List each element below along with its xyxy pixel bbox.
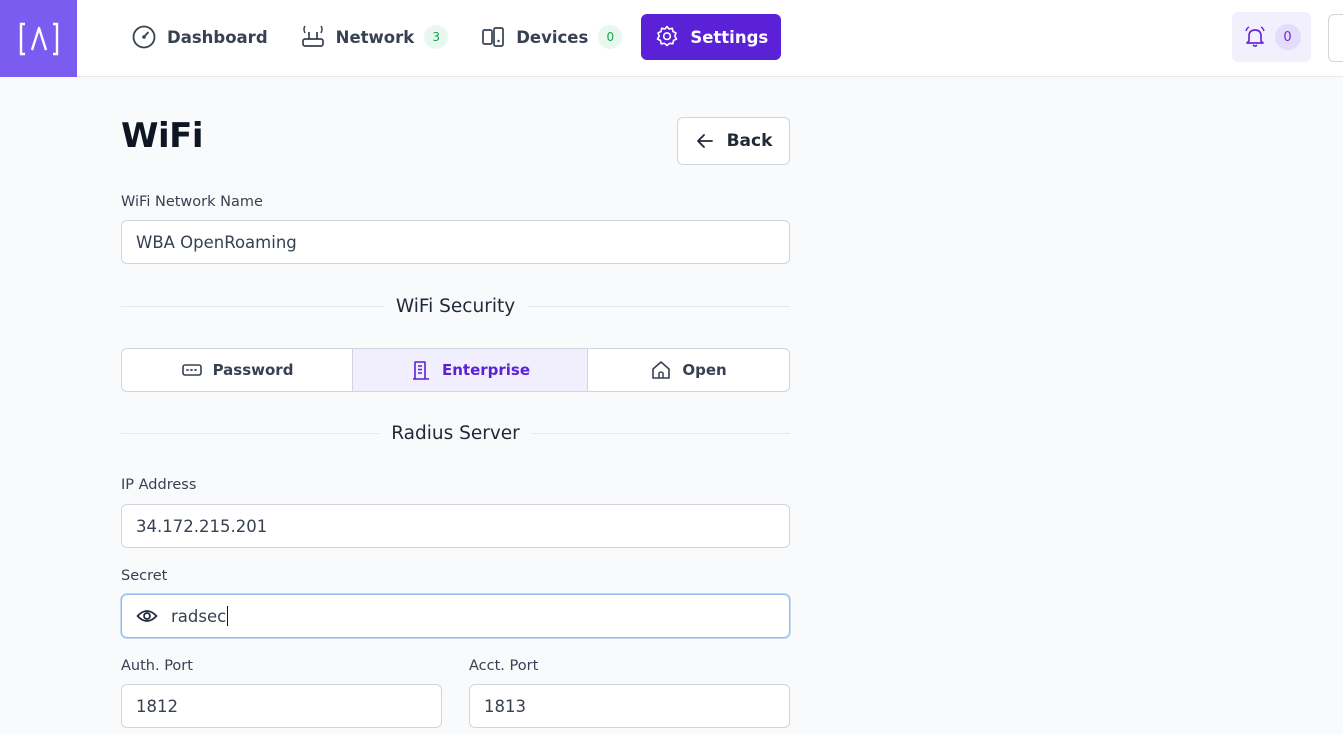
nav-network[interactable]: Network 3 xyxy=(287,14,462,60)
secret-value: radsec xyxy=(171,606,227,626)
acct-port-input[interactable]: 1813 xyxy=(469,684,790,728)
nav-devices-label: Devices xyxy=(516,27,589,47)
security-selector: Password Enterprise Open xyxy=(121,348,790,392)
auth-port-label: Auth. Port xyxy=(121,658,193,674)
home-icon xyxy=(652,361,671,379)
nav-dashboard[interactable]: Dashboard xyxy=(118,14,281,60)
app-logo[interactable] xyxy=(0,0,77,77)
gauge-icon xyxy=(132,25,156,49)
nav-devices[interactable]: Devices 0 xyxy=(467,14,635,60)
radius-heading: Radius Server xyxy=(391,422,520,444)
ip-address-value: 34.172.215.201 xyxy=(136,516,268,536)
security-option-enterprise-label: Enterprise xyxy=(441,361,531,379)
logo-icon xyxy=(19,22,58,55)
page-title: WiFi xyxy=(121,116,204,156)
network-name-value: WBA OpenRoaming xyxy=(136,232,297,252)
text-cursor xyxy=(227,606,229,626)
acct-port-label: Acct. Port xyxy=(469,658,539,674)
bell-icon xyxy=(1244,26,1265,47)
user-menu-button[interactable] xyxy=(1328,14,1343,62)
security-option-open-label: Open xyxy=(682,361,727,379)
nav-settings-label: Settings xyxy=(690,27,769,47)
security-option-open[interactable]: Open xyxy=(588,349,789,391)
arrow-left-icon xyxy=(696,134,713,148)
radius-divider: Radius Server xyxy=(121,421,790,445)
nav-settings[interactable]: Settings xyxy=(641,14,782,60)
back-button-label: Back xyxy=(726,131,773,151)
security-option-password[interactable]: Password xyxy=(122,349,353,391)
auth-port-value: 1812 xyxy=(136,696,178,716)
back-button[interactable]: Back xyxy=(677,117,790,165)
auth-port-input[interactable]: 1812 xyxy=(121,684,442,728)
notifications-count-badge: 0 xyxy=(1274,24,1301,50)
secret-label: Secret xyxy=(121,568,168,584)
ip-address-input[interactable]: 34.172.215.201 xyxy=(121,504,790,548)
gear-icon xyxy=(657,25,678,47)
ip-address-label: IP Address xyxy=(121,477,197,493)
nav-network-label: Network xyxy=(335,27,415,47)
eye-icon[interactable] xyxy=(136,605,158,627)
router-icon xyxy=(301,25,324,47)
network-name-label: WiFi Network Name xyxy=(121,194,263,210)
acct-port-value: 1813 xyxy=(484,696,526,716)
notifications-button[interactable]: 0 xyxy=(1232,12,1311,62)
main-nav: Dashboard Network 3 Devices 0 xyxy=(118,14,782,60)
top-bar: Dashboard Network 3 Devices 0 xyxy=(0,0,1343,77)
keyboard-icon xyxy=(181,364,202,376)
devices-count-badge: 0 xyxy=(598,25,623,49)
network-name-input[interactable]: WBA OpenRoaming xyxy=(121,220,790,264)
devices-icon xyxy=(482,27,505,47)
secret-input[interactable]: radsec xyxy=(121,594,790,638)
nav-dashboard-label: Dashboard xyxy=(167,27,268,47)
security-heading: WiFi Security xyxy=(395,295,516,317)
security-option-enterprise[interactable]: Enterprise xyxy=(353,349,588,391)
network-count-badge: 3 xyxy=(424,25,449,49)
security-divider: WiFi Security xyxy=(121,294,790,318)
security-option-password-label: Password xyxy=(212,361,294,379)
building-icon xyxy=(412,361,429,380)
